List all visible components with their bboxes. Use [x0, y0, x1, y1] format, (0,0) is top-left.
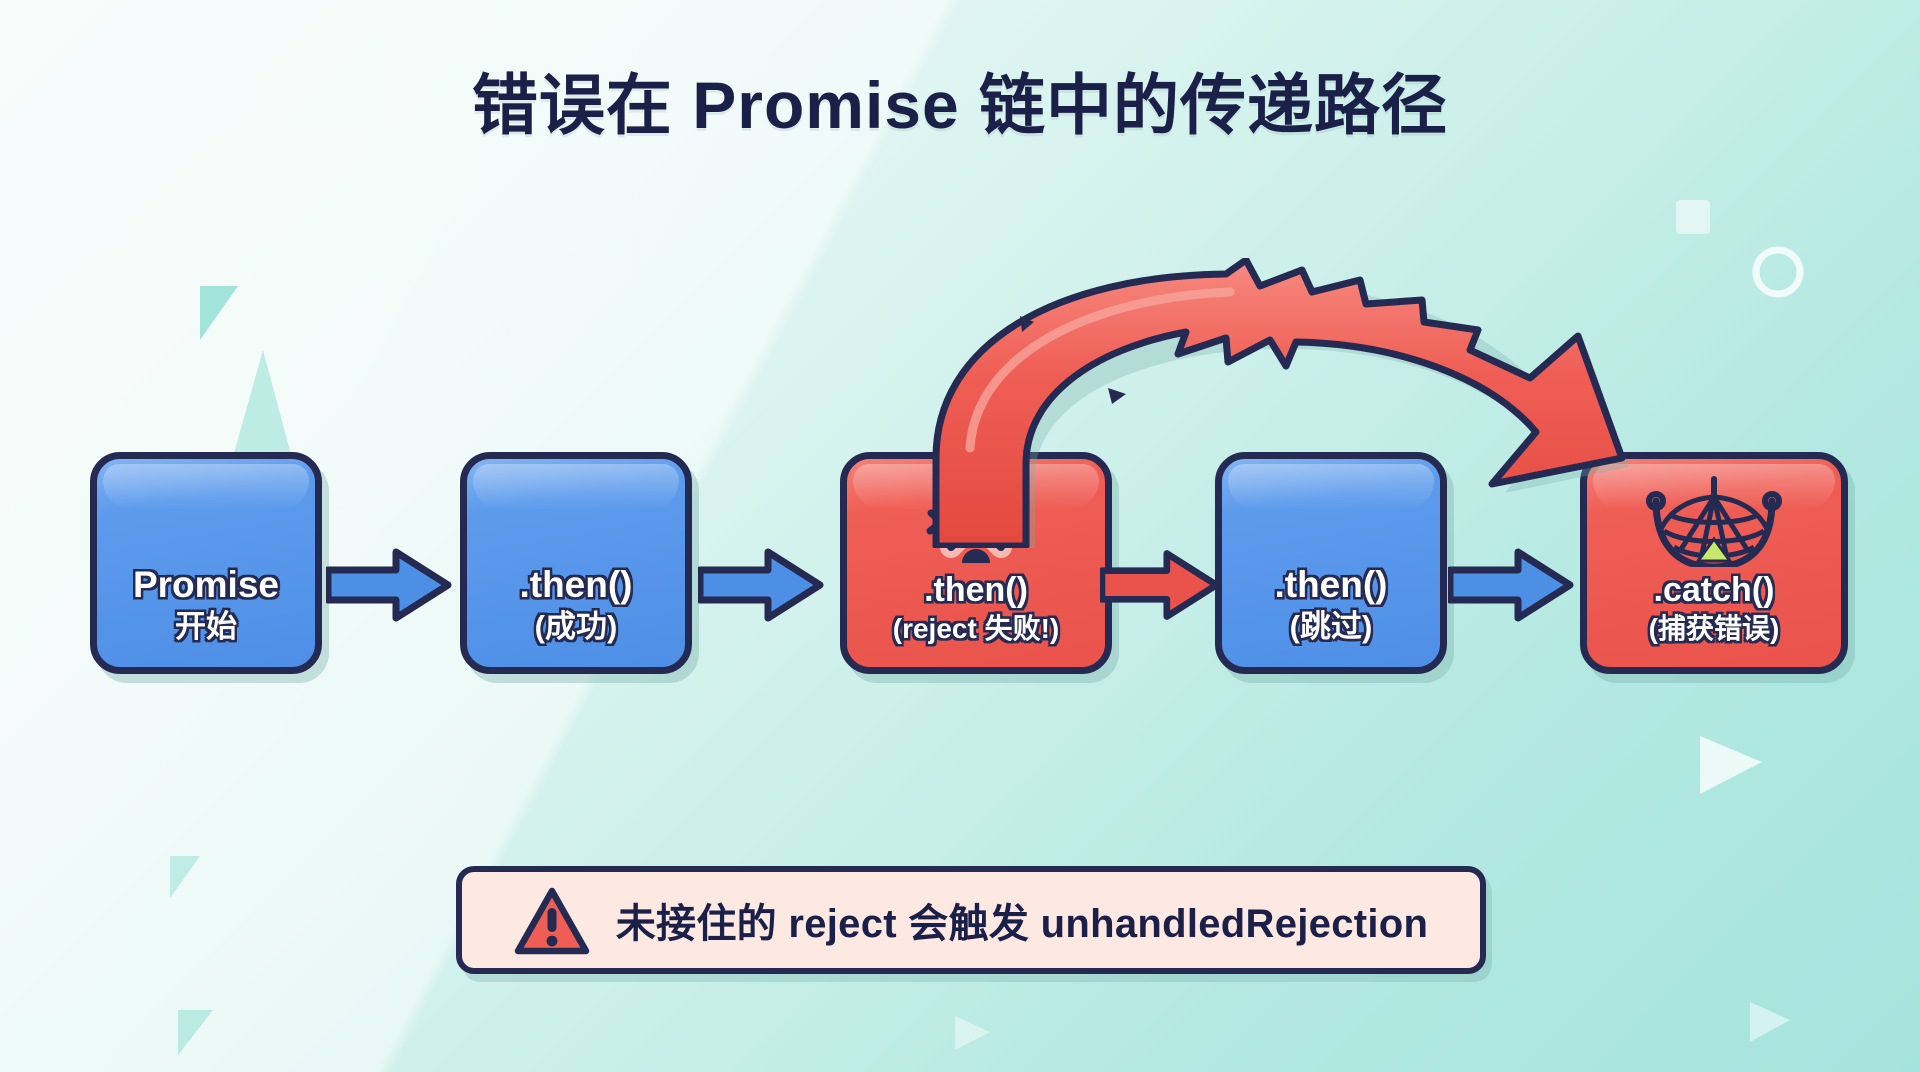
flow-node-promise-start[interactable]: Promise 开始: [90, 452, 322, 674]
flow-node-label: .catch() (捕获错误): [1648, 571, 1780, 644]
safety-net-icon: [1646, 476, 1782, 567]
banner-text: 未接住的 reject 会触发 unhandledRejection: [615, 902, 1429, 946]
flow-node-label: .then() (跳过): [1274, 564, 1388, 645]
connector-arrow-2: [698, 548, 824, 622]
error-propagation-arc-arrow: [932, 258, 1629, 548]
flow-node-label: .then() (reject 失败!): [892, 571, 1060, 644]
flow-node-catch-error[interactable]: .catch() (捕获错误): [1580, 452, 1848, 674]
flow-node-then-success[interactable]: .then() (成功): [460, 452, 692, 674]
connector-arrow-3: [1100, 550, 1220, 620]
unhandled-rejection-banner: 未接住的 reject 会触发 unhandledRejection: [456, 866, 1486, 974]
page-title: 错误在 Promise 链中的传递路径: [471, 68, 1449, 142]
flow-node-label: .then() (成功): [519, 564, 633, 645]
flow-node-label: Promise 开始: [132, 564, 279, 645]
warning-triangle-icon: [514, 887, 589, 955]
connector-arrow-4: [1448, 548, 1574, 622]
connector-arrow-1: [326, 548, 452, 622]
flow-node-then-skipped[interactable]: .then() (跳过): [1215, 452, 1447, 674]
